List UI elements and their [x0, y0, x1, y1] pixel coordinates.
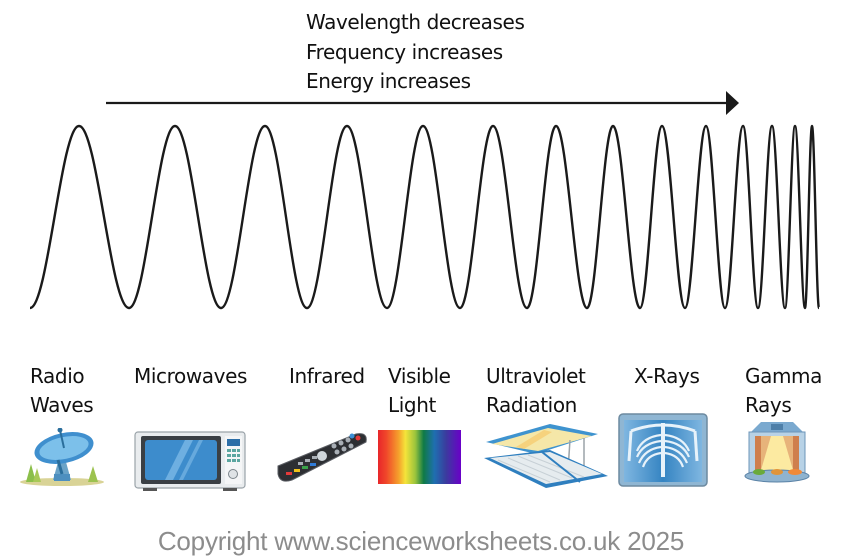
- remote-control-icon: [277, 433, 367, 482]
- frequency-trend-text: Frequency increases: [306, 39, 503, 64]
- energy-trend-text: Energy increases: [306, 69, 471, 93]
- sunbed-icon: [484, 424, 608, 488]
- label-microwaves: Microwaves: [134, 364, 248, 388]
- direction-arrow-icon: [106, 91, 739, 115]
- satellite-dish-icon: [20, 428, 104, 486]
- trend-caption: Wavelength decreases Frequency increases…: [306, 8, 525, 97]
- copyright-notice: Copyright www.scienceworksheets.co.uk 20…: [157, 526, 685, 556]
- food-irradiator-icon: [744, 422, 810, 483]
- label-infrared: Infrared: [289, 364, 365, 388]
- chest-xray-icon: [618, 413, 708, 487]
- decreasing-wavelength-wave: [29, 124, 821, 310]
- wavelength-trend-text: Wavelength decreases: [306, 10, 525, 34]
- label-x-rays: X-Rays: [634, 364, 700, 388]
- wave-diagram: [29, 91, 821, 310]
- rainbow-spectrum-icon: [378, 430, 461, 484]
- microwave-oven-icon: [134, 431, 246, 491]
